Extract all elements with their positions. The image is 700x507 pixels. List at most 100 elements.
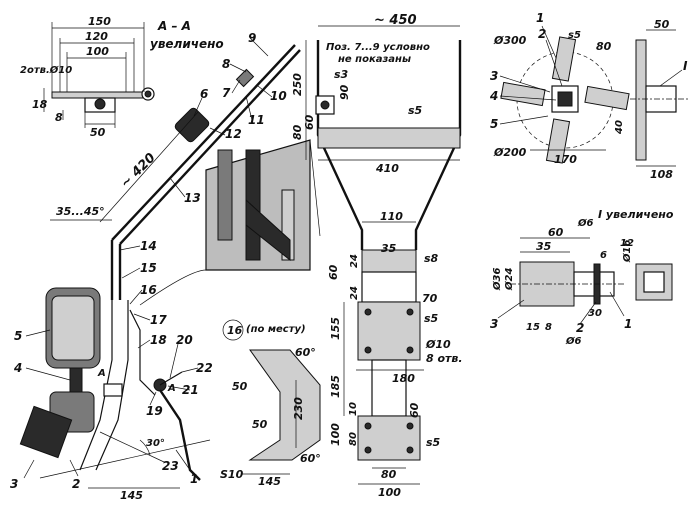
section-view-a-a: 150 120 100 18 8 50 2отв.Ø10 А – А увели… [20,15,224,139]
frame-dim-100-h: 100 [378,486,401,499]
frame-dim-60-mid: 60 [327,264,340,280]
part-7: 7 [222,86,231,100]
frame-dim-35: 35 [381,242,397,255]
dim-150: 150 [88,15,111,28]
detail-dim-12: 12 [620,238,634,249]
cutter-s5: s5 [568,30,581,41]
cutter-part-5: 5 [490,117,498,131]
frame-dim-110: 110 [380,210,403,223]
frame-dim-80: 80 [291,124,304,140]
part-9: 9 [248,31,256,45]
part-3: 3 [10,477,18,491]
cutter-dim-300: Ø300 [493,34,527,47]
dim-30deg: 30° [146,438,165,449]
section-subtitle: увеличено [150,37,224,51]
cutter-blades [500,36,630,164]
lever [235,68,255,88]
part-22: 22 [196,361,213,375]
bracket-thickness: S10 [220,468,244,481]
ground-line [39,439,211,479]
bracket-shape [248,349,321,461]
handle-tube [111,44,296,241]
thick-s3: s3 [334,68,349,81]
part-13: 13 [184,191,201,205]
thick-s5-mid: s5 [424,312,439,325]
frame-dim-60-top: 60 [303,114,316,130]
frame-dim-80-v: 80 [348,432,359,446]
cutter-part-1: 1 [536,11,544,25]
cutter-view: Ø300 s5 80 40 Ø200 170 50 108 1 2 3 4 5 … [489,11,690,181]
part-17: 17 [150,313,167,327]
cutter-dim-200: Ø200 [493,146,527,159]
frame-dim-180: 180 [392,372,415,385]
bracket-dim-60deg-top: 60° [295,346,316,359]
section-bolt [94,98,106,110]
detail-title: I увеличено [598,208,674,221]
dim-100: 100 [86,45,109,58]
cutter-dim-108: 108 [650,168,673,181]
part-16: 16 [140,283,157,297]
detail-dim-6-top: Ø6 [577,217,594,229]
cutter-drum [19,405,73,459]
thick-s5-top: s5 [408,104,423,117]
part-18: 18 [150,333,167,347]
bracket-view: 16 (по месту) 60° 50 230 50 60° 145 S10 [220,319,321,488]
frame-view: ~ 450 Поз. 7...9 условно не показаны 250… [291,13,463,499]
frame-dim-155: 155 [329,317,342,340]
holes-label: 2отв.Ø10 [20,64,72,76]
frame-crossbar [317,127,461,149]
frame-note-1: Поз. 7...9 условно [326,42,430,53]
bracket-dim-230: 230 [292,397,305,420]
frame-dim-10: 10 [348,402,359,416]
part-2: 2 [72,477,80,491]
section-title: А – А [157,19,191,33]
detail-dim-24: Ø24 [503,268,515,291]
detail-dim-15: 15 [526,322,540,333]
dim-50: 50 [90,126,106,139]
zoom-detail [139,139,321,306]
part-21: 21 [182,383,199,397]
foot-1 [159,389,201,481]
thick-s5-low: s5 [426,436,441,449]
cutter-dim-50: 50 [654,18,670,31]
frame-hole-count: 8 отв. [426,352,463,365]
cutter-dim-170: 170 [554,153,577,166]
part-15: 15 [140,261,157,275]
bracket-note: (по месту) [246,324,306,335]
detail-dim-6-bot: Ø6 [565,335,582,347]
cutter-dim-40: 40 [614,120,625,135]
part-11: 11 [248,113,265,127]
part-23: 23 [162,459,179,473]
part-12: 12 [225,127,242,141]
frame-dim-24a: 24 [349,254,360,268]
dim-angle-35-45: 35...45° [56,205,105,218]
bracket-dim-50-mid: 50 [252,418,268,431]
part-1: 1 [190,472,198,486]
section-plate [51,91,145,99]
cutter-dim-80: 80 [596,40,612,53]
detail-part-3: 3 [490,317,498,331]
frame-right-rail [414,40,462,250]
part-20: 20 [176,333,193,347]
frame-dim-24b: 24 [349,286,360,300]
detail-dim-8: 8 [545,322,552,333]
throttle-grip [174,107,210,143]
detail-dim-35: 35 [536,240,552,253]
frame-left-rail [316,40,364,250]
frame-dim-70: 70 [422,292,438,305]
frame-note-2: не показаны [338,54,411,65]
dim-120: 120 [85,30,108,43]
assembly-view: ~ 420 35...45° 30° 145 А А [10,31,301,502]
frame-dim-90: 90 [338,84,351,100]
cutter-part-2: 2 [538,27,546,41]
clamp [103,383,123,397]
bracket-dim-60deg-bot: 60° [300,452,321,465]
engine-shaft [69,367,83,393]
dim-8: 8 [55,111,63,124]
frame-dim-450: ~ 450 [374,13,417,28]
part-19: 19 [146,404,163,418]
detail-part-1: 1 [624,317,632,331]
cutter-side-plate [635,39,647,161]
thick-s8: s8 [424,252,439,265]
